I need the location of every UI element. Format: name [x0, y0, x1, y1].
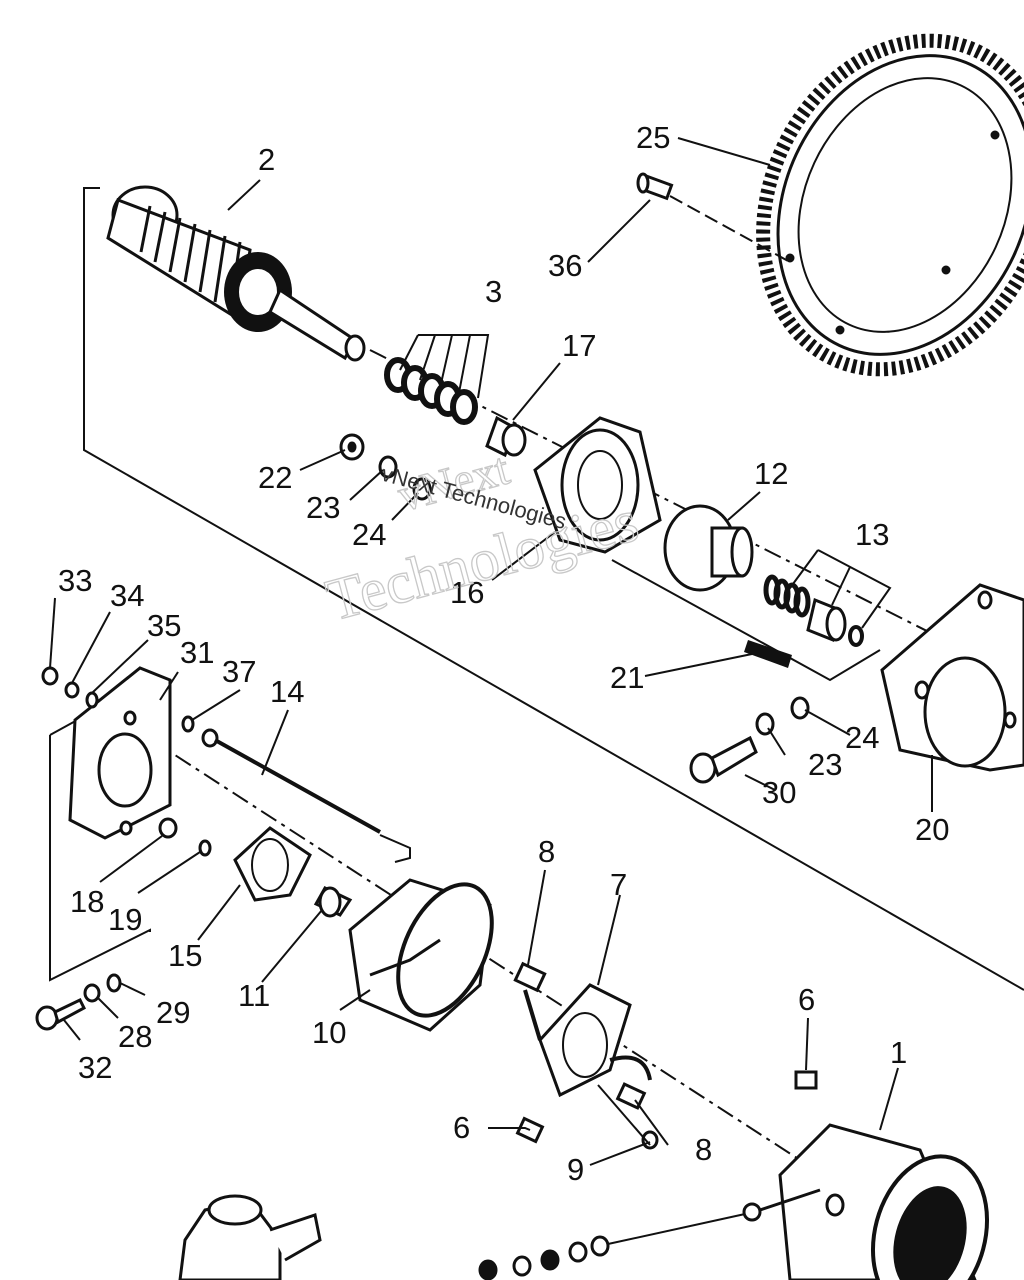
callout-1: 1 [890, 1035, 907, 1070]
leader-lines [49, 137, 933, 1166]
callout-36: 36 [548, 248, 582, 283]
callout-11: 11 [238, 978, 270, 1013]
screw [636, 172, 791, 263]
bushing-11 [313, 886, 353, 918]
callout-18: 18 [70, 884, 104, 919]
ring-gear [756, 33, 1024, 377]
callout-6a: 6 [798, 982, 815, 1017]
bolt-washer-set-right [689, 696, 810, 784]
field-frame [759, 1123, 990, 1280]
callout-33: 33 [58, 563, 92, 598]
callout-20: 20 [915, 812, 949, 847]
callout-30: 30 [762, 775, 796, 810]
callout-21: 21 [610, 660, 644, 695]
stud [744, 640, 792, 668]
callout-31: 31 [180, 635, 214, 670]
callout-24b: 24 [845, 720, 879, 755]
callout-15: 15 [168, 938, 202, 973]
armature [106, 185, 366, 362]
callout-32: 32 [78, 1050, 112, 1085]
thrust-washers [384, 357, 478, 425]
brush-holder [523, 983, 652, 1098]
callout-19: 19 [108, 902, 142, 937]
callout-8a: 8 [538, 834, 555, 869]
callout-14: 14 [270, 674, 304, 709]
end-cover [233, 826, 312, 902]
callout-24a: 24 [352, 517, 386, 552]
screw-washer-set [158, 817, 212, 857]
drive-spring-collar [763, 574, 864, 647]
callout-34: 34 [110, 578, 144, 613]
callout-8b: 8 [695, 1132, 712, 1167]
drive-end-housing [533, 416, 662, 554]
callout-labels: 1 2 3 6 6 7 8 8 9 10 11 12 13 14 15 16 1… [58, 120, 949, 1187]
callout-17: 17 [562, 328, 596, 363]
callout-2: 2 [258, 142, 275, 177]
callout-10: 10 [312, 1015, 346, 1050]
end-bracket [41, 666, 195, 840]
solenoid [178, 1194, 322, 1280]
callout-35: 35 [147, 608, 181, 643]
bushing-17 [485, 415, 527, 458]
callout-13: 13 [855, 517, 889, 552]
callout-6b: 6 [453, 1110, 470, 1145]
callout-12: 12 [754, 456, 788, 491]
callout-37: 37 [222, 654, 256, 689]
callout-3: 3 [485, 274, 502, 309]
callout-16: 16 [450, 575, 484, 610]
mounting-bracket [880, 583, 1024, 772]
commutator-end-frame [348, 878, 494, 1032]
callout-25: 25 [636, 120, 670, 155]
bottom-hardware [478, 1202, 762, 1280]
through-bolt [201, 728, 381, 834]
callout-9: 9 [567, 1152, 584, 1187]
callout-28: 28 [118, 1019, 152, 1054]
drive-pinion [663, 504, 754, 592]
callout-23a: 23 [306, 490, 340, 525]
callout-7: 7 [610, 867, 627, 902]
callout-22: 22 [258, 460, 292, 495]
bolt-washer-set-left [35, 973, 122, 1031]
callout-29: 29 [156, 995, 190, 1030]
callout-23b: 23 [808, 747, 842, 782]
